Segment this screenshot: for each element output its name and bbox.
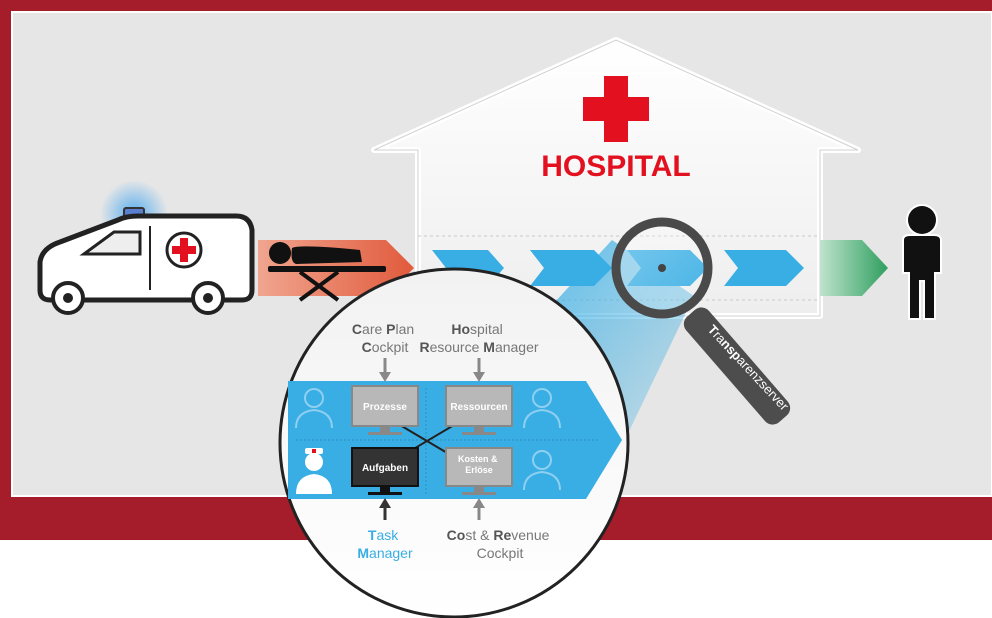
hospital-building: [371, 37, 861, 319]
magnifier-icon: [611, 217, 791, 425]
monitor-ressourcen: [445, 385, 513, 435]
monitor-kosten: [445, 447, 513, 495]
hospital-label: HOSPITAL: [541, 150, 690, 183]
monitor-kosten-label: Kosten & Erlöse: [458, 454, 500, 475]
task-manager-label: Task Manager: [357, 527, 413, 561]
ambulance-icon: [37, 180, 255, 315]
controller-icon: [523, 450, 561, 491]
administrator-icon: [523, 388, 561, 429]
monitor-aufgaben: [351, 447, 419, 495]
monitor-prozesse: [351, 385, 419, 435]
hospital-resource-manager-label: Hospital Resource Manager: [419, 321, 538, 355]
monitor-aufgaben-label: Aufgaben: [362, 463, 408, 474]
monitor-ressourcen-label: Ressourcen: [450, 402, 507, 413]
discharge-arrow: [820, 240, 888, 296]
doctor-icon: [295, 388, 333, 429]
cost-revenue-cockpit-label: Cost & Revenue Cockpit: [447, 527, 554, 561]
care-plan-cockpit-label: Care Plan Cockpit: [352, 321, 418, 355]
nurse-icon: [296, 448, 332, 494]
process-step-4: [724, 250, 804, 286]
red-cross-icon: [583, 76, 649, 142]
person-icon: [902, 204, 942, 320]
monitor-prozesse-label: Prozesse: [363, 402, 407, 413]
stretcher-patient-icon: [268, 242, 386, 302]
